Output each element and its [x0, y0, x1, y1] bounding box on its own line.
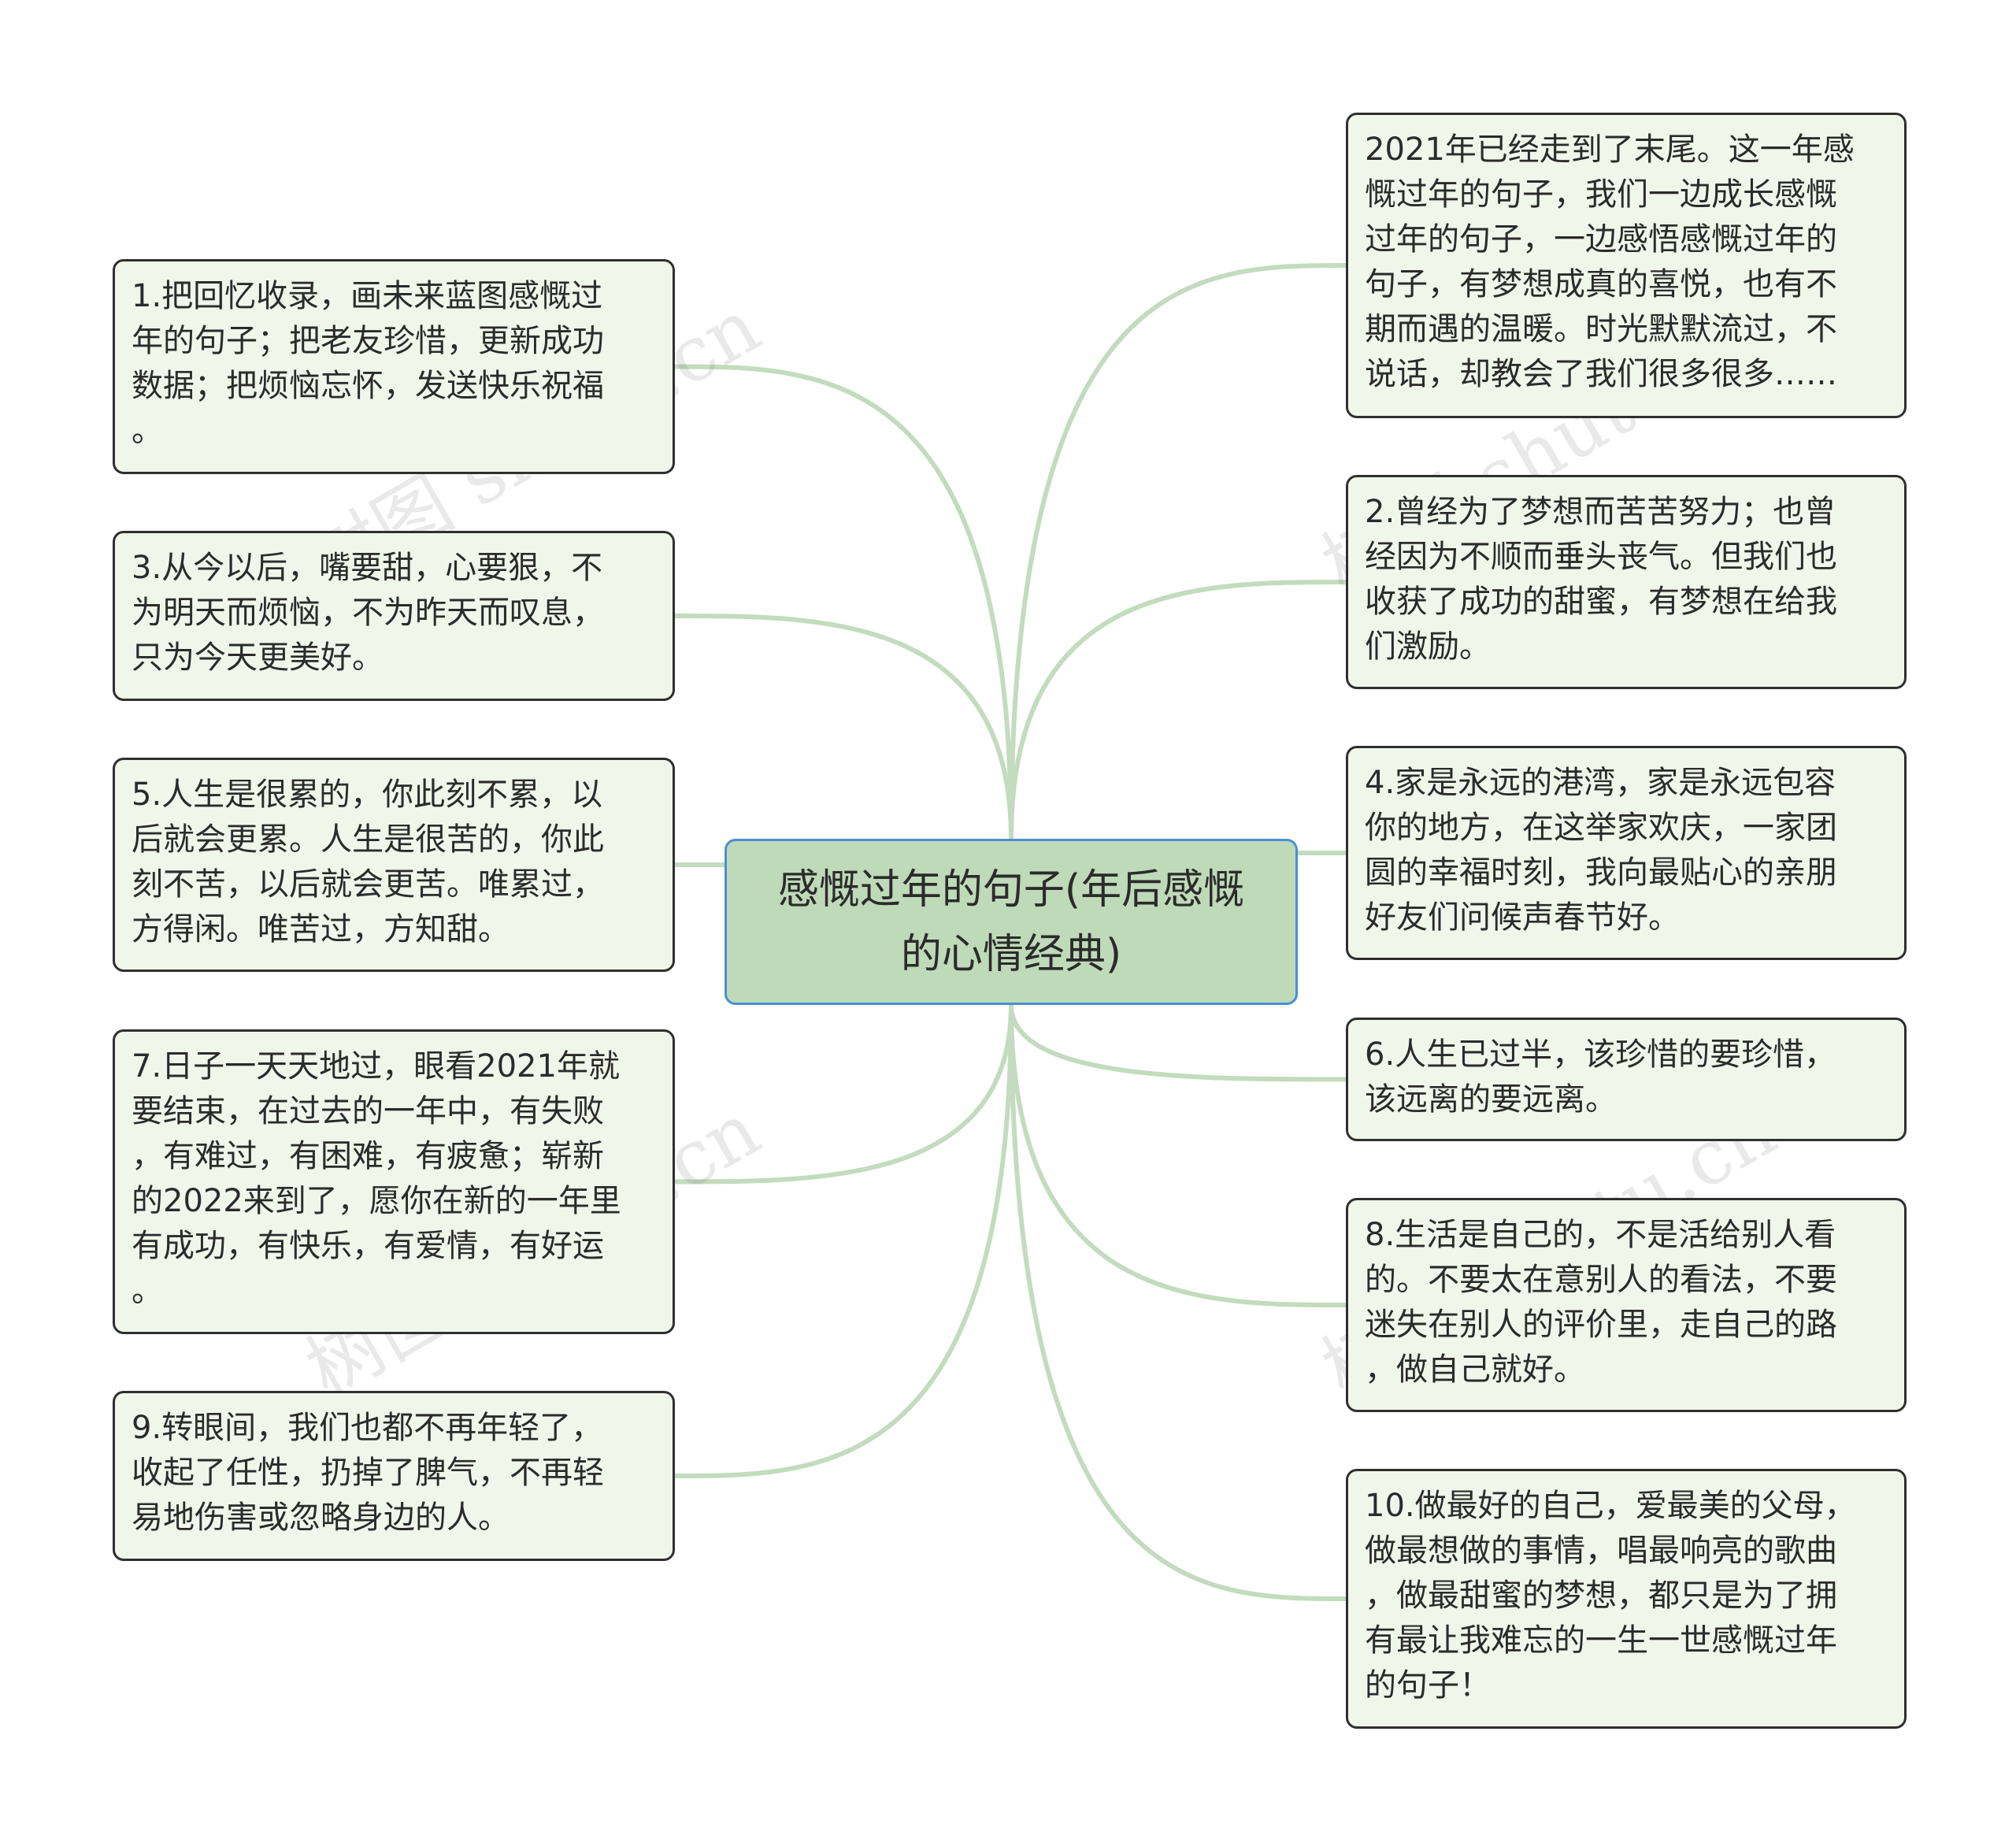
topic-node-2[interactable]: 2.曾经为了梦想而苦苦努力；也曾 经因为不顺而垂头丧气。但我们也 收获了成功的甜… [1346, 475, 1907, 689]
topic-node-8[interactable]: 8.生活是自己的，不是活给别人看 的。不要太在意别人的看法，不要 迷失在别人的评… [1346, 1198, 1907, 1412]
topic-node-intro[interactable]: 2021年已经走到了末尾。这一年感 慨过年的句子，我们一边成长感慨 过年的句子，… [1346, 113, 1907, 418]
branch-link-1 [673, 364, 1014, 841]
branch-link-6 [1009, 263, 1348, 841]
central-topic[interactable]: 感慨过年的句子(年后感慨 的心情经典) [724, 839, 1298, 1005]
topic-node-3[interactable]: 3.从今以后，嘴要甜，心要狠，不 为明天而烦恼，不为昨天而叹息， 只为今天更美好… [113, 531, 675, 701]
central-topic-label: 感慨过年的句子(年后感慨 的心情经典) [777, 866, 1245, 978]
topic-node-6[interactable]: 6.人生已过半，该珍惜的要珍惜， 该远离的要远离。 [1346, 1018, 1907, 1141]
topic-node-4[interactable]: 4.家是永远的港湾，家是永远包容 你的地方，在这举家欢庆，一家团 圆的幸福时刻，… [1346, 746, 1907, 960]
branch-link-4 [673, 1003, 1014, 1185]
topic-node-9[interactable]: 9.转眼间，我们也都不再年轻了， 收起了任性，扔掉了脾气，不再轻 易地伤害或忽略… [113, 1391, 675, 1561]
topic-node-10[interactable]: 10.做最好的自己，爱最美的父母， 做最想做的事情，唱最响亮的歌曲 ，做最甜蜜的… [1346, 1469, 1907, 1729]
topic-node-7[interactable]: 7.日子一天天地过，眼看2021年就 要结束，在过去的一年中，有失败 ，有难过，… [113, 1029, 675, 1334]
branch-link-2 [673, 614, 1014, 841]
branch-link-9 [1009, 1003, 1348, 1082]
branch-link-10 [1009, 1003, 1348, 1307]
branch-link-11 [1009, 1003, 1348, 1601]
branch-link-7 [1009, 580, 1348, 841]
topic-node-5[interactable]: 5.人生是很累的，你此刻不累，以 后就会更累。人生是很苦的，你此 刻不苦，以后就… [113, 758, 675, 972]
topic-node-1[interactable]: 1.把回忆收录，画未来蓝图感慨过 年的句子；把老友珍惜，更新成功 数据；把烦恼忘… [113, 259, 675, 474]
branch-link-5 [673, 1003, 1014, 1478]
